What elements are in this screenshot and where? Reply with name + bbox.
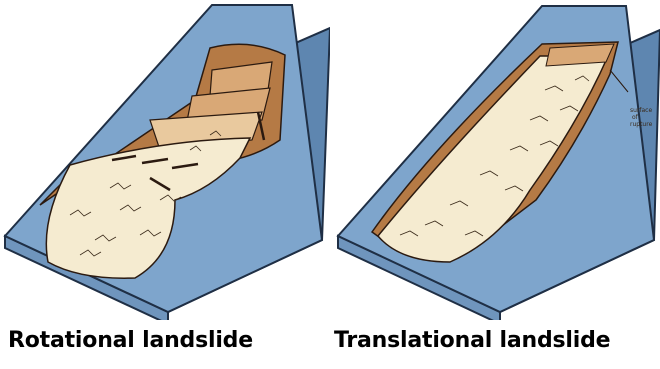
rotational-landslide-diagram <box>0 0 330 320</box>
translational-landslide-diagram: surface of rupture <box>330 0 660 320</box>
caption-rotational: Rotational landslide <box>8 328 253 353</box>
caption-translational: Translational landslide <box>334 328 610 353</box>
